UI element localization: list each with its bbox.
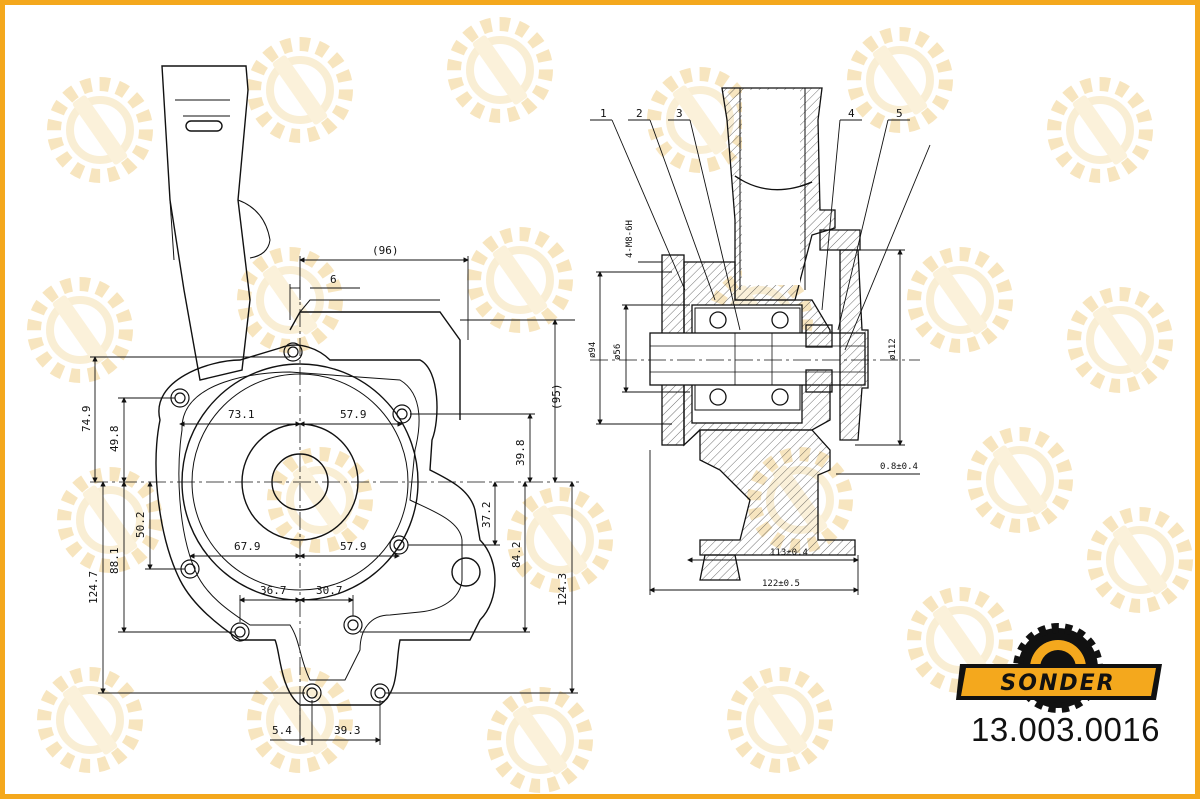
dim-88-1: 88.1 <box>108 548 121 575</box>
dim-39-3: 39.3 <box>334 724 361 737</box>
section-view-dimension-lines <box>590 119 931 595</box>
dim-6: 6 <box>330 273 337 286</box>
dim-gap: 0.8±0.4 <box>880 462 918 472</box>
dim-30-7: 30.7 <box>316 584 343 597</box>
callout-1: 1 <box>600 107 607 120</box>
dim-5-4: 5.4 <box>272 724 292 737</box>
dim-73-1: 73.1 <box>228 408 255 421</box>
dim-122: 122±0.5 <box>762 579 800 589</box>
logo-wordmark: SONDER <box>1000 671 1115 696</box>
callout-4: 4 <box>848 107 855 120</box>
section-view-dimensions: 4-M8-6H ø94 ø56 ø112 0.8±0.4 113±0.4 122… <box>588 220 918 589</box>
dim-95: (95) <box>550 384 563 411</box>
front-view-dimensions: (96) 6 (95) 73.1 57.9 74.9 49.8 39.8 50.… <box>80 244 569 737</box>
dim-phi94: ø94 <box>588 342 598 358</box>
dim-124-3: 124.3 <box>556 573 569 606</box>
dim-bolts: 4-M8-6H <box>625 220 635 258</box>
dim-39-8: 39.8 <box>514 440 527 467</box>
dim-74-9: 74.9 <box>80 406 93 433</box>
dim-phi112: ø112 <box>888 338 898 360</box>
dim-96: (96) <box>372 244 399 257</box>
dim-84-2: 84.2 <box>510 542 523 569</box>
part-number: 13.003.0016 <box>971 711 1161 748</box>
front-view-dimension-lines <box>90 256 578 745</box>
dim-124-7: 124.7 <box>87 571 100 604</box>
dim-phi56: ø56 <box>613 344 623 360</box>
dim-50-2: 50.2 <box>134 512 147 539</box>
technical-drawing: (96) 6 (95) 73.1 57.9 74.9 49.8 39.8 50.… <box>5 5 1195 794</box>
section-callouts: 1 2 3 4 5 <box>600 107 903 120</box>
dim-49-8: 49.8 <box>108 426 121 453</box>
callout-2: 2 <box>636 107 643 120</box>
callout-3: 3 <box>676 107 683 120</box>
dim-67-9: 67.9 <box>234 540 261 553</box>
dim-37-2: 37.2 <box>480 502 493 529</box>
sonder-logo: SONDER <box>956 623 1162 713</box>
dim-36-7: 36.7 <box>260 584 287 597</box>
dim-57-9-bottom: 57.9 <box>340 540 367 553</box>
section-view <box>590 87 920 581</box>
dim-57-9-top: 57.9 <box>340 408 367 421</box>
dim-113: 113±0.4 <box>770 548 808 558</box>
front-view <box>90 65 580 720</box>
callout-5: 5 <box>896 107 903 120</box>
